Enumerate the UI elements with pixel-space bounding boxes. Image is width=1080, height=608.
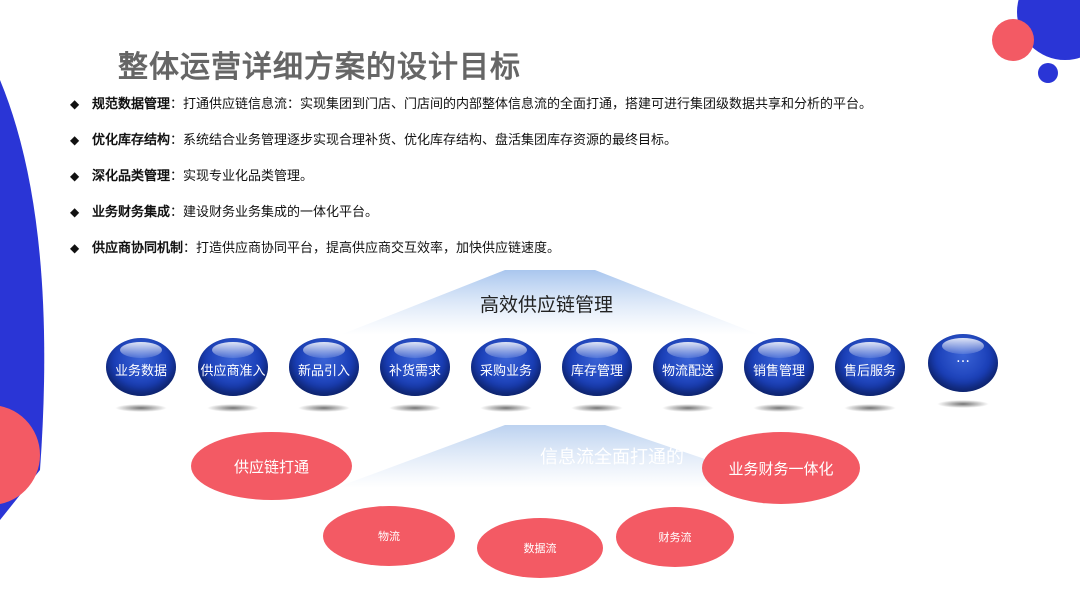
page-title: 整体运营详细方案的设计目标 — [118, 50, 521, 85]
module-label: 补货需求 — [388, 364, 441, 379]
module-ball: 采购业务 — [471, 338, 541, 396]
goal-item: ◆ 业务财务集成：建设财务业务集成的一体化平台。 — [70, 202, 872, 238]
module-ball: 销售管理 — [744, 338, 814, 396]
diamond-bullet-icon: ◆ — [70, 133, 80, 147]
top-right-small-blue-circle — [1038, 63, 1058, 83]
data-flow-oval: 数据流 — [477, 518, 603, 578]
ball-shadow — [753, 404, 805, 412]
goal-text: ：建设财务业务集成的一体化平台。 — [170, 205, 379, 220]
module-ball: 售后服务 — [835, 338, 905, 396]
upper-arrow — [340, 270, 760, 335]
ball-shadow — [937, 400, 989, 408]
module-label: 供应商准入 — [200, 364, 266, 379]
goal-item: ◆ 规范数据管理：打通供应链信息流：实现集团到门店、门店间的内部整体信息流的全面打… — [70, 94, 872, 130]
diamond-bullet-icon: ◆ — [70, 241, 80, 255]
module-label: 售后服务 — [843, 364, 896, 379]
goal-heading: 规范数据管理 — [92, 97, 171, 112]
goal-heading: 供应商协同机制 — [92, 241, 184, 256]
module-label: 库存管理 — [570, 364, 623, 379]
ball-shadow — [115, 404, 167, 412]
module-label: … — [956, 350, 970, 366]
module-ball: 库存管理 — [562, 338, 632, 396]
lower-arrow — [335, 425, 790, 488]
module-ball: 新品引入 — [289, 338, 359, 396]
module-ball: … — [928, 334, 998, 392]
goal-text: ：打通供应链信息流：实现集团到门店、门店间的内部整体信息流的全面打通，搭建可进行… — [170, 97, 873, 112]
module-label: 业务数据 — [114, 364, 167, 379]
ball-shadow — [844, 404, 896, 412]
module-ball: 补货需求 — [380, 338, 450, 396]
goal-heading: 业务财务集成 — [92, 205, 171, 220]
module-label: 新品引入 — [297, 364, 350, 379]
goal-heading: 深化品类管理 — [92, 169, 171, 184]
module-ball: 物流配送 — [653, 338, 723, 396]
module-ball: 业务数据 — [106, 338, 176, 396]
supply-chain-oval: 供应链打通 — [191, 432, 352, 500]
goal-item: ◆ 供应商协同机制：打造供应商协同平台，提高供应商交互效率，加快供应链速度。 — [70, 238, 872, 274]
business-finance-oval: 业务财务一体化 — [702, 432, 860, 504]
goal-text: ：打造供应商协同平台，提高供应商交互效率，加快供应链速度。 — [183, 241, 561, 256]
diamond-bullet-icon: ◆ — [70, 169, 80, 183]
ball-shadow — [298, 404, 350, 412]
ball-shadow — [207, 404, 259, 412]
ball-shadow — [480, 404, 532, 412]
bottom-arrow-label: 信息流全面打通的 — [540, 447, 684, 468]
goal-item: ◆ 优化库存结构：系统结合业务管理逐步实现合理补货、优化库存结构、盘活集团库存资源… — [70, 130, 872, 166]
top-arrow-label: 高效供应链管理 — [480, 294, 614, 316]
ball-shadow — [389, 404, 441, 412]
goal-heading: 优化库存结构 — [92, 133, 171, 148]
top-right-red-circle — [992, 19, 1034, 61]
finance-flow-oval: 财务流 — [616, 507, 734, 567]
goal-item: ◆ 深化品类管理：实现专业化品类管理。 — [70, 166, 872, 202]
module-label: 销售管理 — [752, 364, 805, 379]
ball-shadow — [571, 404, 623, 412]
goal-list: ◆ 规范数据管理：打通供应链信息流：实现集团到门店、门店间的内部整体信息流的全面打… — [70, 94, 872, 274]
module-label: 采购业务 — [479, 364, 532, 379]
goal-text: ：实现专业化品类管理。 — [170, 169, 314, 184]
diamond-bullet-icon: ◆ — [70, 205, 80, 219]
logistics-oval: 物流 — [323, 506, 455, 566]
goal-text: ：系统结合业务管理逐步实现合理补货、优化库存结构、盘活集团库存资源的最终目标。 — [170, 133, 678, 148]
module-ball: 供应商准入 — [198, 338, 268, 396]
diamond-bullet-icon: ◆ — [70, 97, 80, 111]
left-red-circle — [0, 406, 40, 504]
ball-shadow — [662, 404, 714, 412]
module-label: 物流配送 — [661, 364, 714, 379]
